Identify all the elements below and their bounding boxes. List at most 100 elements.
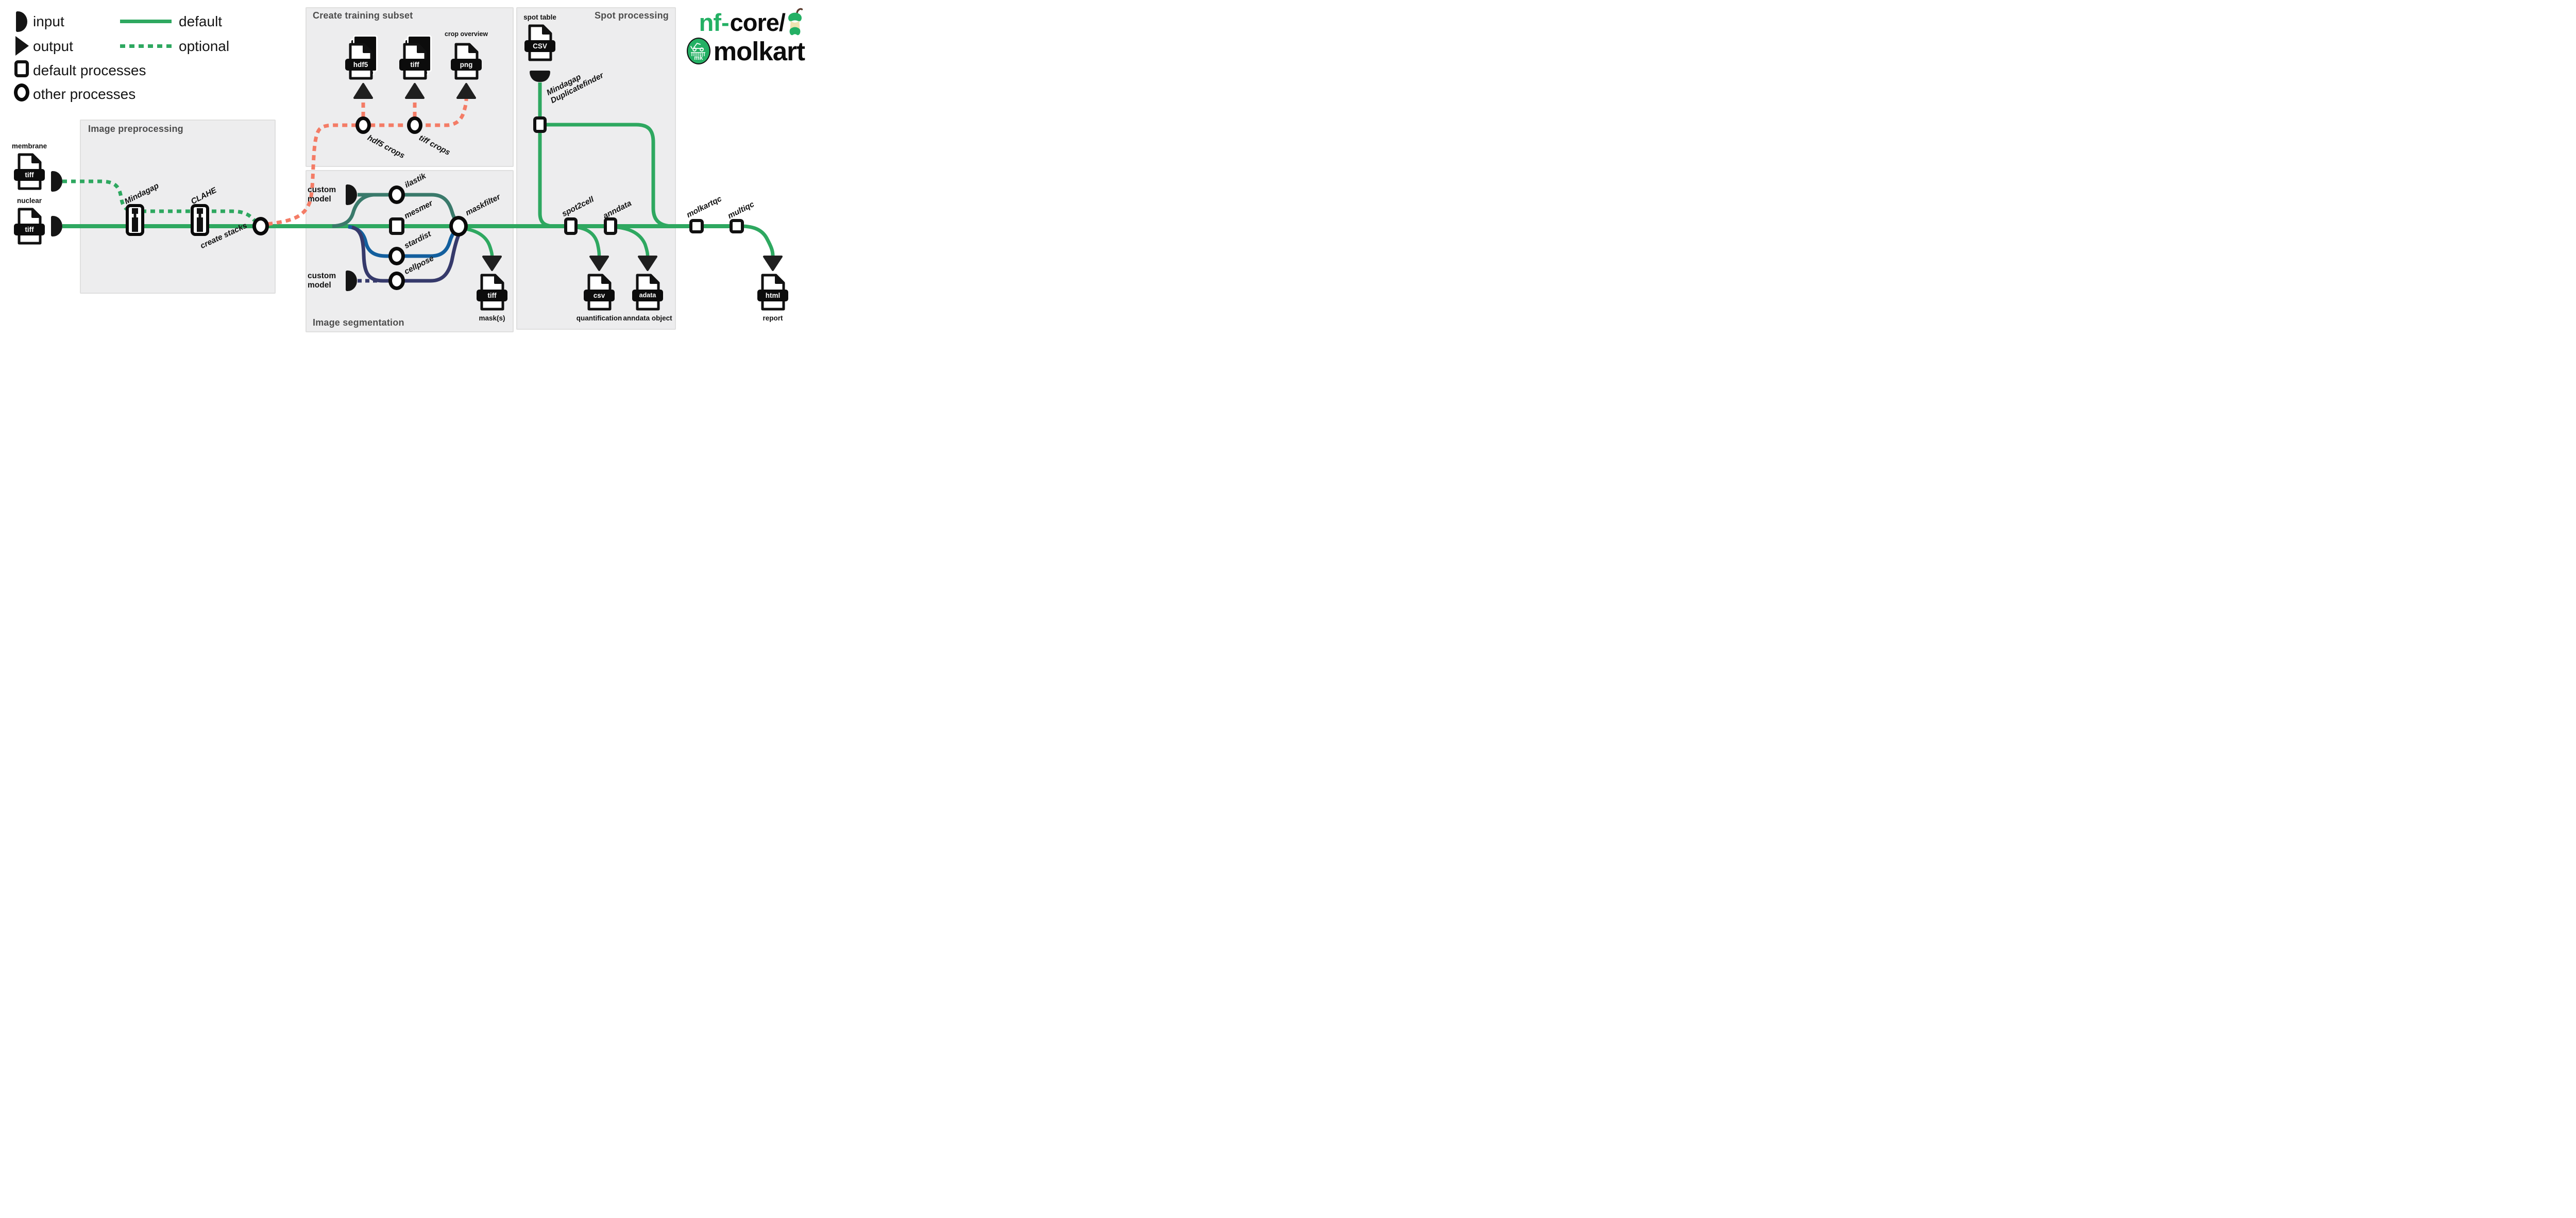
stardist-line <box>348 225 465 258</box>
custom-model-top-label: custom model <box>308 185 336 204</box>
node-mindagap <box>126 204 144 236</box>
input-icon <box>16 11 27 32</box>
go-kart-icon <box>690 42 705 56</box>
node-molkartqc <box>689 219 704 233</box>
maskfilter-label: maskfilter <box>464 192 502 218</box>
legend-output-label: output <box>33 38 73 54</box>
default-line-icon <box>120 20 172 23</box>
file-report-html: html report <box>757 273 788 322</box>
file-anndata-object: adata anndata object <box>623 273 672 322</box>
mindagap-glyph-icon <box>132 208 138 232</box>
flow-lines-layer <box>62 82 783 283</box>
spot-table-ext-label: CSV <box>524 40 555 52</box>
file-masks-tiff: tiff mask(s) <box>477 273 507 322</box>
masks-ext-label: tiff <box>477 290 507 301</box>
hdf5-ext-label: hdf5 <box>345 59 376 71</box>
legend-input-label: input <box>33 13 64 29</box>
masks-output-arrow <box>482 256 502 271</box>
panel-create-training-subset <box>306 7 514 167</box>
maskfilter-to-masks-line <box>465 227 494 256</box>
report-ext-label: html <box>757 290 788 301</box>
node-tiff-crops <box>407 116 422 134</box>
node-clahe <box>191 204 209 236</box>
logo-hyphen: - <box>721 8 730 36</box>
multiqc-to-report-line <box>740 224 775 256</box>
stardist-label: stardist <box>402 229 433 251</box>
nuclear-input-icon <box>51 216 62 236</box>
legend-other-processes-label: other processes <box>33 86 136 102</box>
node-hdf5-crops <box>355 116 371 134</box>
anndata-object-label: anndata object <box>623 314 672 322</box>
create-stacks-to-crops-line <box>267 98 468 226</box>
node-cellpose <box>388 272 405 290</box>
mindagap-label: Mindagap <box>123 181 161 207</box>
tiff-crops-ext-label: tiff <box>399 59 430 71</box>
ilastik-label: ilastik <box>403 172 428 190</box>
quantification-ext-label: csv <box>584 290 615 301</box>
cellpose-line <box>351 225 466 283</box>
mesmer-label: mesmer <box>402 198 434 221</box>
multiqc-label: multiqc <box>726 199 756 221</box>
node-stardist <box>388 247 405 265</box>
spot2cell-to-quantification-line <box>575 225 601 256</box>
title-image-segmentation: Image segmentation <box>313 317 404 328</box>
node-maskfilter <box>449 216 468 236</box>
tiff-crops-label: tiff crops <box>417 133 452 158</box>
file-hdf5-crops: hdf5 <box>345 35 378 80</box>
default-process-icon <box>14 60 29 77</box>
membrane-optional-line <box>62 179 256 222</box>
hdf5-output-arrow <box>353 83 373 99</box>
file-membrane-tiff: membrane tiff <box>12 142 47 191</box>
node-ilastik <box>388 185 405 204</box>
file-spot-table-csv: spot table CSV <box>523 13 556 62</box>
quantification-output-arrow <box>589 256 609 271</box>
panel-image-segmentation <box>306 170 514 332</box>
apple-core-icon <box>788 8 803 36</box>
cellpose-label: cellpose <box>402 253 435 277</box>
anndata-object-ext-label: adata <box>632 290 663 301</box>
panel-image-preprocessing <box>80 120 276 294</box>
node-duplicatefinder <box>533 116 547 133</box>
tiff-output-arrow <box>405 83 425 99</box>
png-ext-label: png <box>451 59 482 71</box>
logo-molkart: molkart <box>713 36 805 66</box>
legend-default-label: default <box>179 13 223 29</box>
hdf5-crops-label: hdf5 crops <box>366 133 406 161</box>
membrane-input-icon <box>51 171 62 192</box>
crop-overview-label: crop overview <box>444 30 488 38</box>
output-icon <box>15 36 29 56</box>
clahe-label: CLAHE <box>189 185 218 207</box>
report-label: report <box>762 314 783 322</box>
node-anndata <box>604 217 617 235</box>
optional-line-icon <box>120 44 172 48</box>
file-tiff-crops: tiff <box>399 35 432 80</box>
spot-table-input-icon <box>530 71 550 82</box>
file-quantification-csv: csv quantification <box>577 273 622 322</box>
file-nuclear-tiff: nuclear tiff <box>14 197 45 245</box>
pipeline-diagram: Image preprocessing Create training subs… <box>0 0 808 340</box>
nf-core-molkart-logo: nf-core/ mk mo <box>686 7 805 66</box>
title-create-training-subset: Create training subset <box>313 10 413 21</box>
other-process-icon <box>14 83 29 102</box>
anndata-output-arrow <box>638 256 657 271</box>
clahe-glyph-icon <box>197 208 203 232</box>
legend-optional-label: optional <box>179 38 230 54</box>
duplicatefinder-down-line <box>538 132 555 228</box>
file-crop-overview-png: crop overview png <box>445 30 488 80</box>
logo-nf: nf <box>699 8 721 36</box>
molkart-badge-icon: mk <box>686 38 710 64</box>
membrane-ext-label: tiff <box>14 169 45 181</box>
duplicatefinder-right-line <box>546 123 673 228</box>
node-mesmer <box>389 217 404 235</box>
ilastik-fork-line <box>332 193 374 228</box>
logo-core: core/ <box>730 8 786 36</box>
duplicatefinder-label: Mindagap Duplicatefinder <box>545 63 605 105</box>
custom-model-bottom-label: custom model <box>308 272 336 290</box>
node-create-stacks <box>252 217 269 235</box>
anndata-to-object-line <box>616 225 650 256</box>
title-image-preprocessing: Image preprocessing <box>88 124 183 134</box>
quantification-label: quantification <box>576 314 622 322</box>
custom-model-top-input-icon <box>346 184 357 205</box>
anndata-label: anndata <box>601 198 633 221</box>
legend-default-processes-label: default processes <box>33 62 146 78</box>
